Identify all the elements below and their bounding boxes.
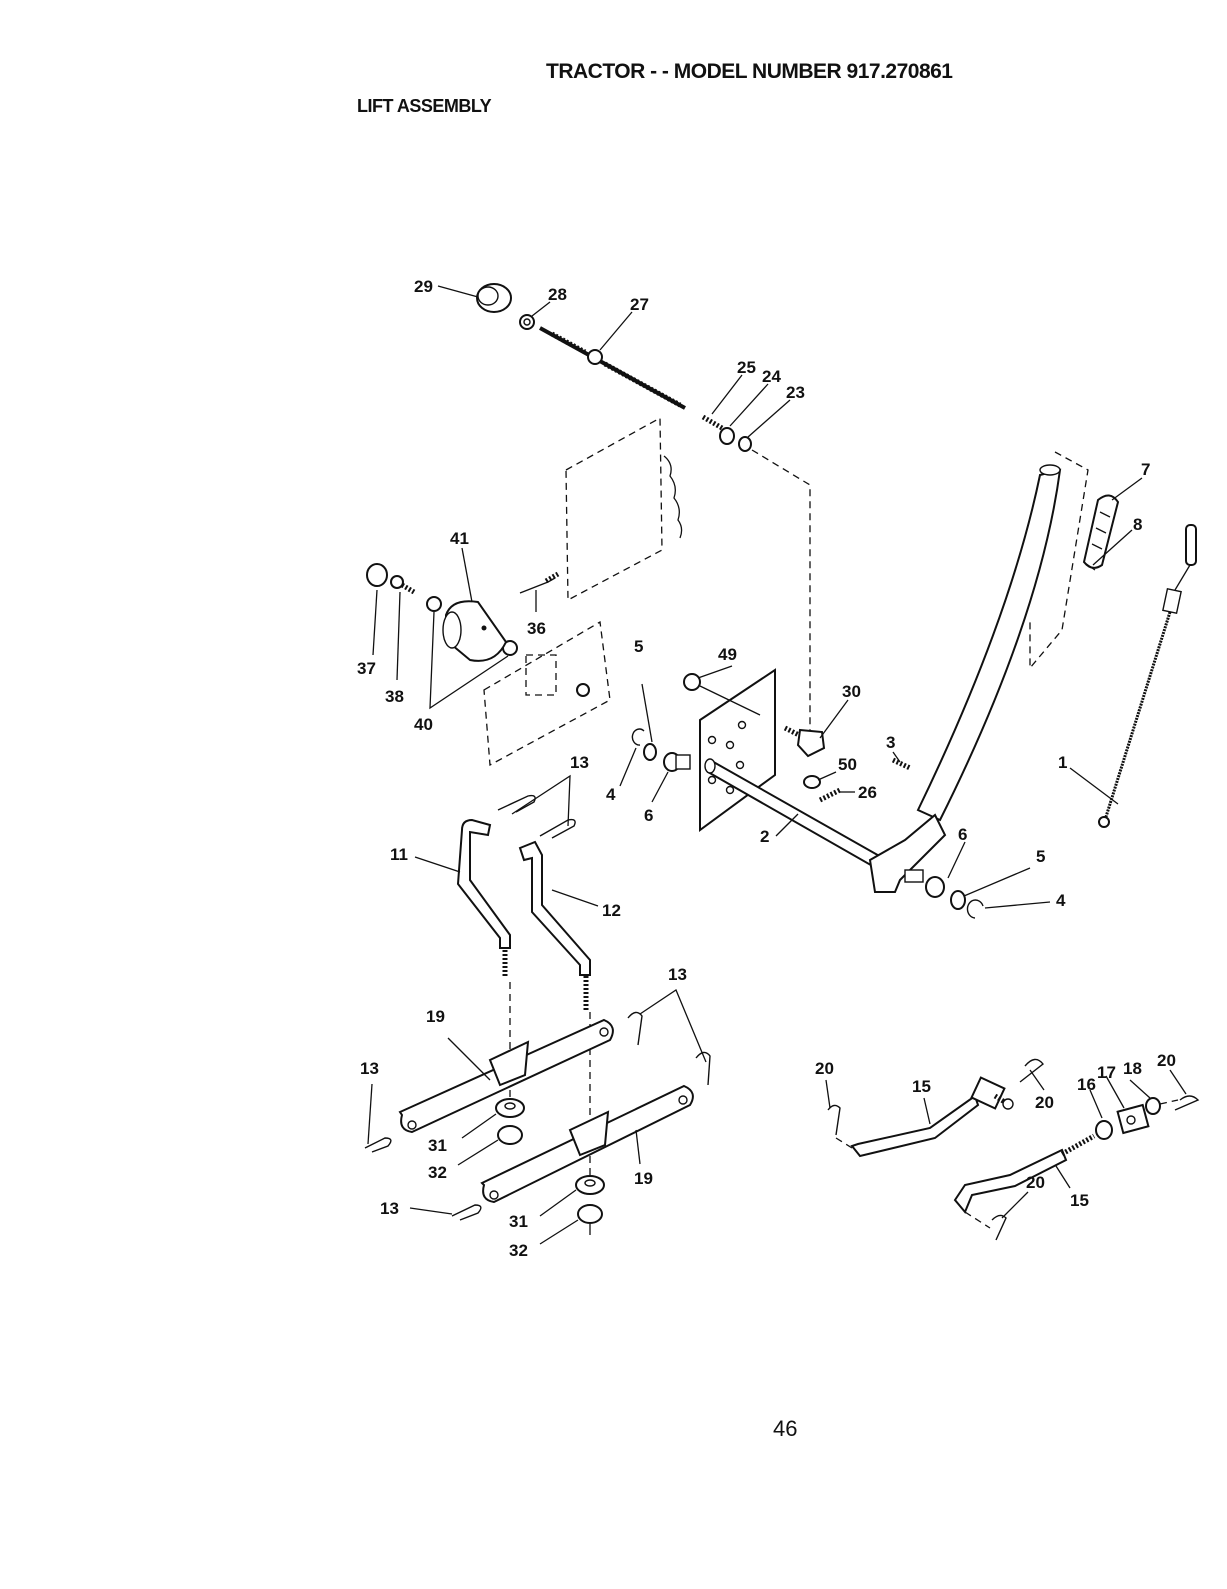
clip-20-upper bbox=[1020, 1059, 1043, 1082]
nut-16 bbox=[1096, 1121, 1112, 1139]
spring-25 bbox=[703, 417, 722, 428]
callout-40: 40 bbox=[414, 715, 433, 734]
threaded-rod-27 bbox=[540, 328, 685, 408]
callout-27: 27 bbox=[630, 295, 649, 314]
callout-28: 28 bbox=[548, 285, 567, 304]
callout-16: 16 bbox=[1077, 1075, 1096, 1094]
spacer-31-lower bbox=[576, 1176, 604, 1194]
pin-3 bbox=[893, 760, 910, 768]
clip-20-left bbox=[828, 1105, 840, 1135]
rod-15-upper bbox=[852, 1096, 978, 1156]
cable-1 bbox=[1099, 525, 1196, 827]
nut-32-upper bbox=[498, 1126, 522, 1144]
washer-5 bbox=[644, 744, 656, 760]
washer-24 bbox=[720, 428, 734, 444]
hairpin-clip-13-top bbox=[498, 796, 575, 838]
bushing-6 bbox=[664, 753, 690, 771]
retaining-ring-4-right bbox=[967, 900, 983, 918]
callout-20-right: 20 bbox=[1157, 1051, 1176, 1070]
callout-1: 1 bbox=[1058, 753, 1067, 772]
callout-12: 12 bbox=[602, 901, 621, 920]
nut-23 bbox=[739, 437, 751, 451]
spring-36 bbox=[520, 574, 558, 593]
callout-23: 23 bbox=[786, 383, 805, 402]
bolt-38 bbox=[391, 576, 414, 592]
callout-20-lower: 20 bbox=[1026, 1173, 1045, 1192]
callout-13-bottom: 13 bbox=[380, 1199, 399, 1218]
callout-29: 29 bbox=[414, 277, 433, 296]
callout-38: 38 bbox=[385, 687, 404, 706]
callout-13-right: 13 bbox=[668, 965, 687, 984]
washer-50 bbox=[804, 776, 820, 788]
lift-shaft-2 bbox=[705, 759, 890, 876]
callout-6: 6 bbox=[644, 806, 653, 825]
callout-13: 13 bbox=[570, 753, 589, 772]
callout-15-lower: 15 bbox=[1070, 1191, 1089, 1210]
lift-link-12 bbox=[520, 842, 590, 1010]
callout-19-lower: 19 bbox=[634, 1169, 653, 1188]
nut-30 bbox=[785, 728, 824, 756]
callout-3: 3 bbox=[886, 733, 895, 752]
bolt-26 bbox=[820, 790, 840, 800]
callout-24: 24 bbox=[762, 367, 781, 386]
clip-20-right bbox=[1175, 1096, 1198, 1110]
callout-36: 36 bbox=[527, 619, 546, 638]
pivot-plate bbox=[700, 670, 775, 830]
callout-50: 50 bbox=[838, 755, 857, 774]
bushing-6-right bbox=[905, 870, 944, 897]
callout-5: 5 bbox=[634, 637, 643, 656]
page-number: 46 bbox=[773, 1416, 797, 1442]
callout-11: 11 bbox=[390, 845, 408, 864]
callout-4: 4 bbox=[606, 785, 616, 804]
callout-5-right: 5 bbox=[1036, 847, 1045, 866]
callout-4-right: 4 bbox=[1056, 891, 1066, 910]
callout-26: 26 bbox=[858, 783, 877, 802]
callout-31-lower: 31 bbox=[509, 1212, 528, 1231]
callout-49: 49 bbox=[718, 645, 737, 664]
retaining-ring-4 bbox=[632, 729, 644, 745]
trunnion-17 bbox=[1118, 1105, 1149, 1133]
callout-32-lower: 32 bbox=[509, 1241, 528, 1260]
cam-41 bbox=[443, 601, 506, 661]
callout-15-upper: 15 bbox=[912, 1077, 931, 1096]
callout-18: 18 bbox=[1123, 1059, 1142, 1078]
callout-7: 7 bbox=[1141, 460, 1150, 479]
washer-5-right bbox=[951, 891, 965, 909]
ring-37 bbox=[367, 564, 387, 586]
nut-18 bbox=[1146, 1098, 1160, 1114]
callout-13-left: 13 bbox=[360, 1059, 379, 1078]
callout-20-upper: 20 bbox=[1035, 1093, 1054, 1112]
nut-28 bbox=[520, 315, 534, 329]
callout-25: 25 bbox=[737, 358, 756, 377]
callout-2: 2 bbox=[760, 827, 769, 846]
spacer-31-upper bbox=[496, 1099, 524, 1117]
callout-32-upper: 32 bbox=[428, 1163, 447, 1182]
lift-link-11 bbox=[458, 820, 510, 978]
callout-37: 37 bbox=[357, 659, 376, 678]
callout-30: 30 bbox=[842, 682, 861, 701]
knob-29 bbox=[477, 284, 511, 312]
callout-31-upper: 31 bbox=[428, 1136, 447, 1155]
callout-20-left: 20 bbox=[815, 1059, 834, 1078]
clip-20-lower bbox=[992, 1215, 1006, 1240]
nut-32-lower bbox=[578, 1205, 602, 1223]
callout-6-right: 6 bbox=[958, 825, 967, 844]
callout-8: 8 bbox=[1133, 515, 1142, 534]
callout-17: 17 bbox=[1097, 1063, 1116, 1082]
callout-41: 41 bbox=[450, 529, 469, 548]
callout-19-upper: 19 bbox=[426, 1007, 445, 1026]
